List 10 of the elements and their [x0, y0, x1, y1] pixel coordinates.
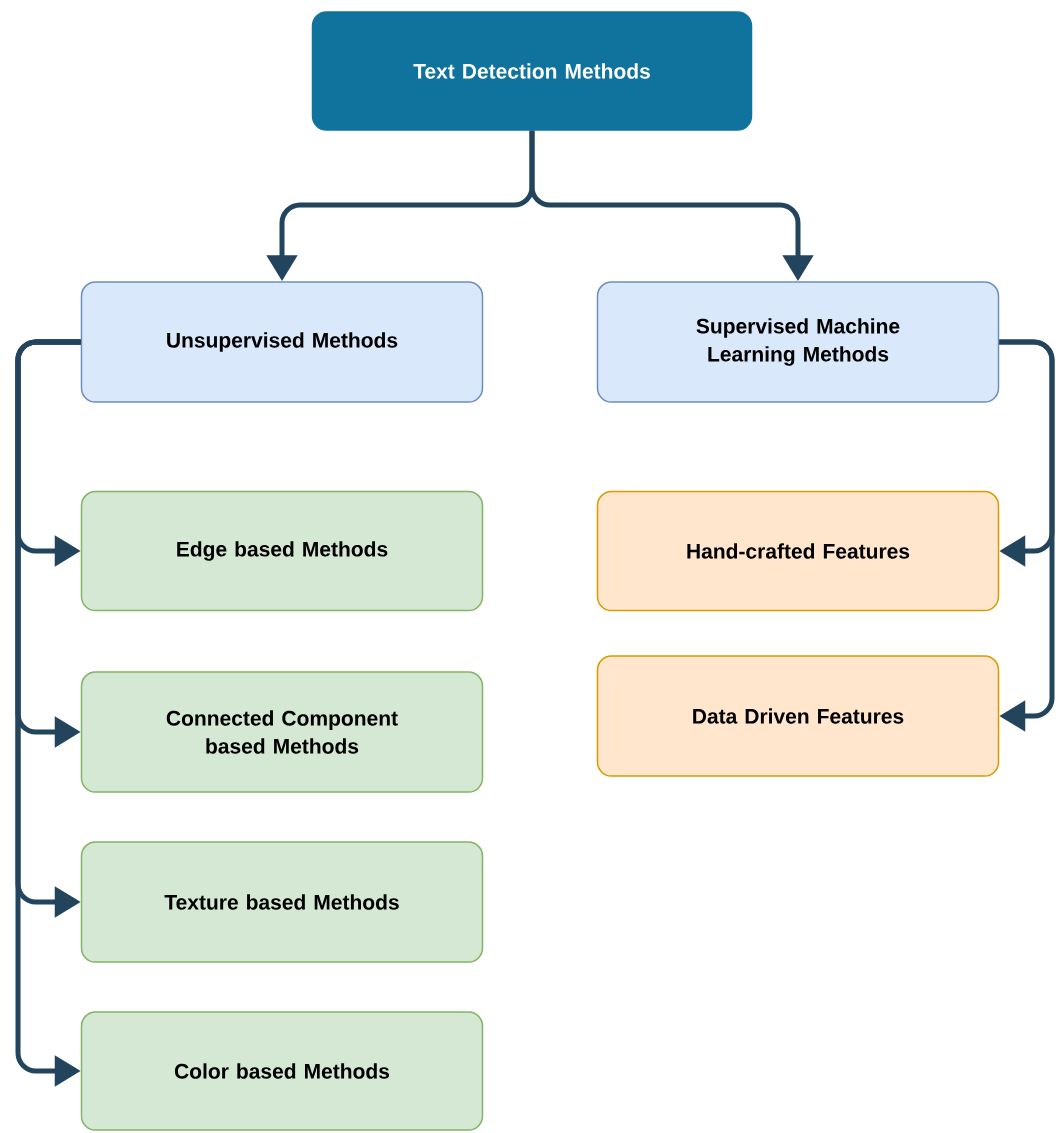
method-box: Connected Component based Methods: [80, 671, 484, 793]
feature-box: Hand-crafted Features: [596, 490, 1000, 612]
arrow: [999, 339, 1055, 732]
method-box: Texture based Methods: [80, 841, 484, 963]
title-box: Text Detection Methods: [311, 11, 753, 131]
category-box: Supervised Machine Learning Methods: [596, 281, 1000, 403]
feature-box: Data Driven Features: [596, 655, 1000, 777]
method-box: Edge based Methods: [80, 490, 484, 612]
method-box: Color based Methods: [80, 1011, 484, 1131]
category-box: Unsupervised Methods: [80, 281, 484, 403]
